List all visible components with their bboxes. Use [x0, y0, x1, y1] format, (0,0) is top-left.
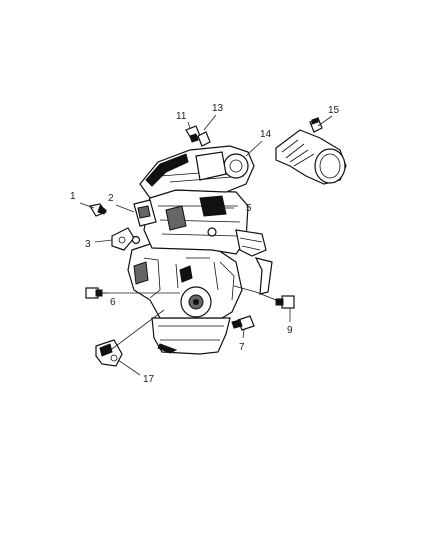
callout-1: 1	[70, 191, 76, 202]
part-15-air-hose	[275, 117, 347, 185]
callout-11: 11	[176, 111, 187, 122]
callout-17: 17	[143, 374, 155, 385]
part-1-sensor	[89, 203, 107, 217]
callout-6: 6	[110, 297, 116, 308]
callout-5: 5	[246, 203, 252, 214]
callout-14: 14	[260, 129, 272, 140]
callout-3: 3	[85, 239, 91, 250]
callout-7: 7	[239, 342, 245, 353]
part-7-sensor	[231, 315, 255, 331]
part-17-bracket	[95, 339, 123, 367]
part-11-sensor	[185, 125, 201, 143]
callout-13: 13	[212, 103, 224, 114]
part-9-sensor	[275, 295, 295, 309]
callout-2: 2	[108, 193, 114, 204]
part-13-sensor	[197, 131, 211, 147]
leader-lines	[79, 114, 333, 376]
engine-block	[111, 145, 277, 355]
callout-15: 15	[328, 105, 340, 116]
callout-9: 9	[287, 325, 293, 336]
